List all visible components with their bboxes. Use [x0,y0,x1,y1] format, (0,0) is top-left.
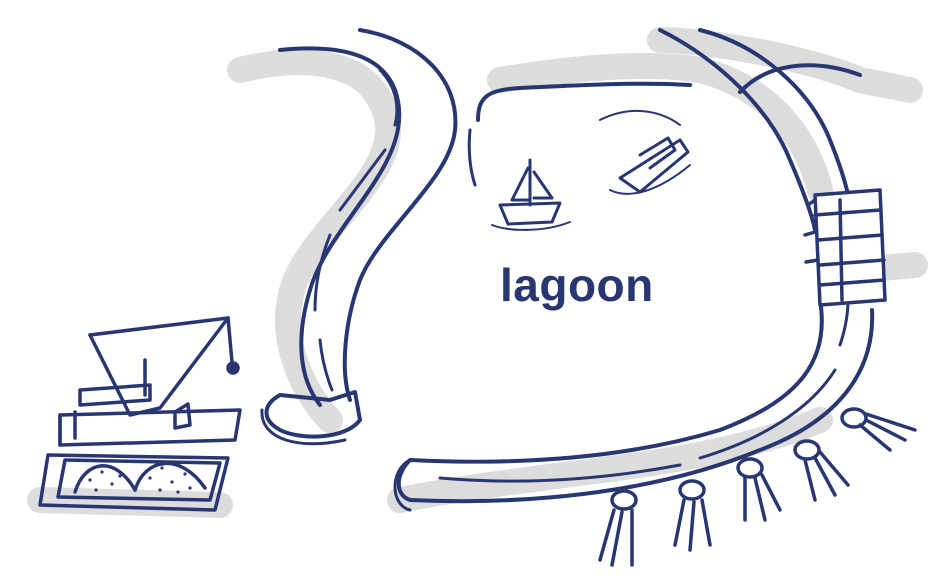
lagoon-label: lagoon [500,258,654,312]
sailboat-icon [492,160,570,230]
lagoon-west-rim [469,130,475,185]
building-icon [805,190,885,305]
crane-barge-icon [60,318,240,445]
motor-yacht-icon [600,111,690,194]
